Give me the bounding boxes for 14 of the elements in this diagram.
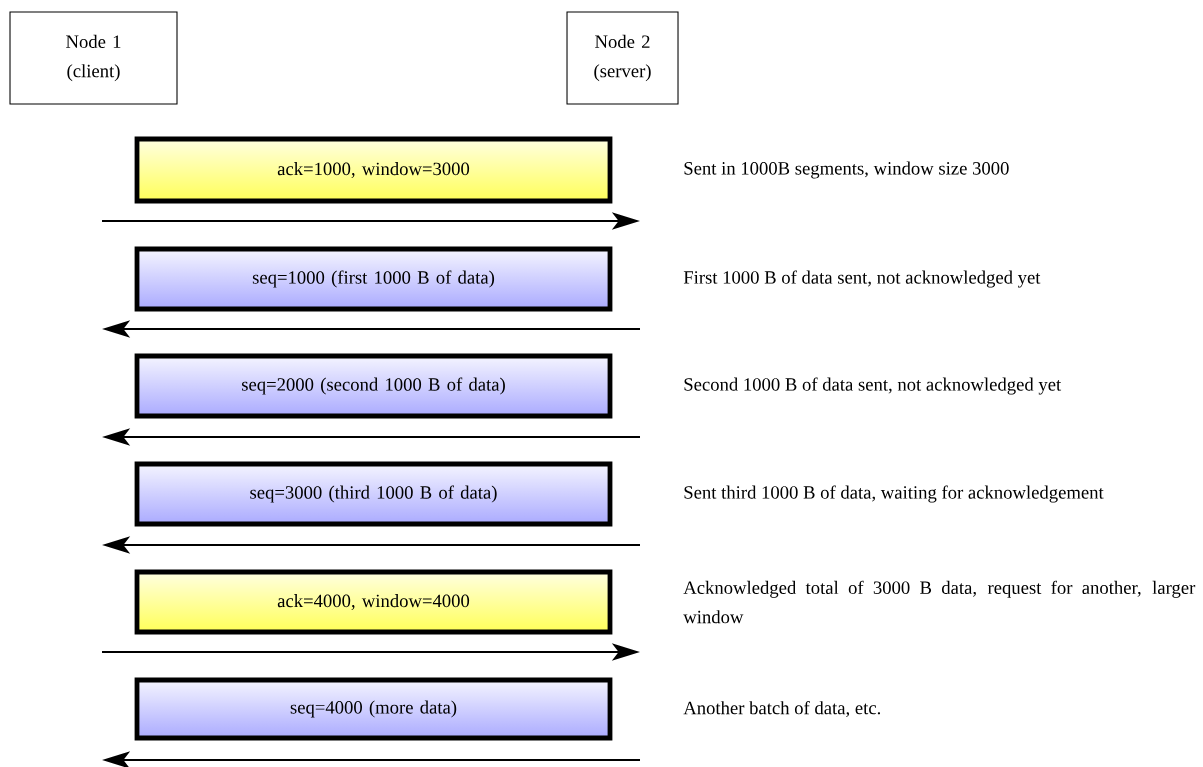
node-box: Node 1 (client): [9, 11, 178, 105]
description-text: First 1000 B of data sent, not acknowledged yet: [683, 270, 1041, 288]
node-box: Node 2 (server): [566, 11, 679, 105]
message-box: seq=1000 (first 1000 B of data): [134, 246, 613, 312]
message-box: seq=4000 (more data): [134, 677, 613, 741]
message-box: seq=2000 (second 1000 B of data): [134, 353, 613, 419]
description-text: Acknowledged total of 3000 B data, request for another, larger window: [683, 580, 1196, 624]
description-text: Sent in 1000B segments, window size 3000: [684, 161, 1009, 179]
message-box: seq=3000 (third 1000 B of data): [134, 461, 613, 527]
description-text: Second 1000 B of data sent, not acknowledged yet: [684, 377, 1062, 395]
message-box: ack=4000, window=4000: [134, 569, 613, 635]
description-text: Sent third 1000 B of data, waiting for acknowledgement: [684, 485, 1104, 503]
message-box: ack=1000, window=3000: [134, 136, 613, 204]
description-text: Another batch of data, etc.: [683, 701, 881, 717]
